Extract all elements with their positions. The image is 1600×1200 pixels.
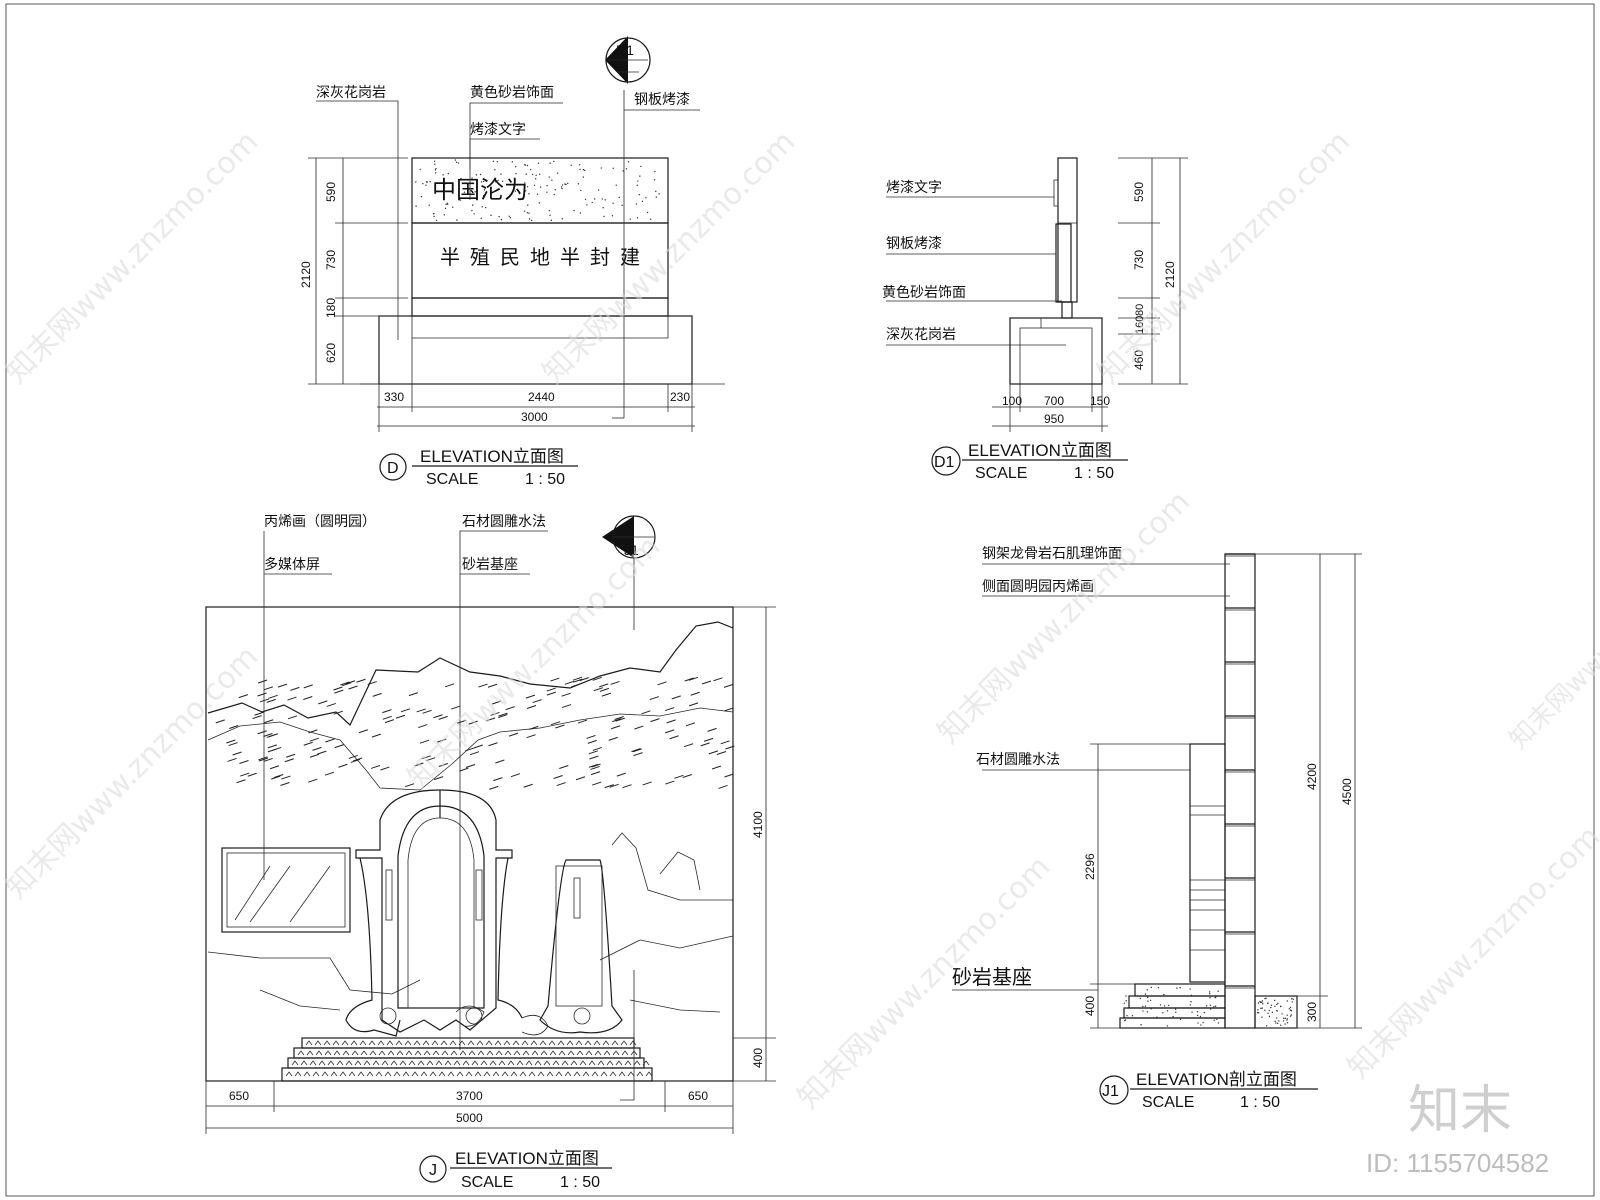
svg-text:620: 620 <box>324 343 338 363</box>
svg-text:丙烯画（圆明园）: 丙烯画（圆明园） <box>264 514 376 530</box>
svg-text:2296: 2296 <box>1083 853 1097 880</box>
svg-text:D1: D1 <box>616 42 634 58</box>
svg-text:1 : 50: 1 : 50 <box>1074 465 1114 482</box>
svg-text:J1: J1 <box>624 542 639 558</box>
svg-text:ELEVATION立面图: ELEVATION立面图 <box>455 1149 599 1168</box>
svg-text:3000: 3000 <box>521 410 548 424</box>
svg-text:1 : 50: 1 : 50 <box>1240 1094 1280 1111</box>
svg-text:J: J <box>429 1162 437 1179</box>
svg-text:ELEVATION立面图: ELEVATION立面图 <box>968 441 1112 460</box>
svg-text:950: 950 <box>1044 412 1064 426</box>
svg-text:知末网www.znzmo.com: 知末网www.znzmo.com <box>931 484 1197 750</box>
svg-text:180: 180 <box>324 298 338 318</box>
svg-text:80: 80 <box>1134 304 1146 316</box>
d-title-block: D ELEVATION立面图 SCALE 1 : 50 <box>379 447 578 488</box>
j-frame <box>205 606 734 1082</box>
svg-text:砂岩基座: 砂岩基座 <box>462 556 518 573</box>
drawing-j: 丙烯画（圆明园） 多媒体屏 石材圆雕水法 砂岩基座 J1 4100 400 <box>205 514 776 1191</box>
watermark: 知末网www.znzmo.com 知末网www.znzmo.com 知末网www… <box>0 124 1600 1178</box>
d-callout-steel: 钢板烤漆 <box>634 92 690 108</box>
watermark-logo: 知末 <box>1408 1081 1512 1141</box>
svg-text:侧面圆明园丙烯画: 侧面圆明园丙烯画 <box>982 579 1094 595</box>
svg-text:ELEVATION剖立面图: ELEVATION剖立面图 <box>1136 1070 1297 1089</box>
d-leader-granite <box>316 100 399 340</box>
svg-text:4500: 4500 <box>1340 778 1354 805</box>
svg-text:5000: 5000 <box>456 1111 483 1125</box>
j1-sandstone-base-label: 砂岩基座 <box>952 965 1032 989</box>
svg-text:2120: 2120 <box>1163 261 1177 288</box>
svg-text:钢板烤漆: 钢板烤漆 <box>886 236 942 252</box>
svg-text:460: 460 <box>1132 350 1146 370</box>
svg-text:3700: 3700 <box>456 1089 483 1103</box>
svg-text:J1: J1 <box>1102 1083 1119 1100</box>
svg-text:知末网www.znzmo.com: 知末网www.znzmo.com <box>1091 124 1357 390</box>
svg-text:黄色砂岩饰面: 黄色砂岩饰面 <box>882 284 966 301</box>
d-sandstone-texture <box>415 159 660 222</box>
j-title-block: J ELEVATION立面图 SCALE 1 : 50 <box>419 1149 612 1191</box>
svg-text:知末网www.znzmo.com: 知末网www.znzmo.com <box>0 124 265 390</box>
d-callout-sandstone: 黄色砂岩饰面 <box>470 84 554 101</box>
svg-text:160: 160 <box>1134 316 1146 334</box>
svg-text:230: 230 <box>670 390 690 404</box>
d-callout-granite: 深灰花岗岩 <box>316 85 386 101</box>
j-mountain-hatching <box>215 676 735 790</box>
d-section-marker: D1 <box>605 36 651 84</box>
d-callout-paint-text: 烤漆文字 <box>470 122 526 138</box>
svg-text:1 : 50: 1 : 50 <box>525 471 565 488</box>
svg-text:SCALE: SCALE <box>975 465 1027 482</box>
svg-text:650: 650 <box>688 1089 708 1103</box>
svg-text:知末网www.znzmo.com: 知末网www.znzmo.com <box>0 639 265 905</box>
svg-text:知末网www.znzmo.com: 知末网www.znzmo.com <box>1504 524 1600 755</box>
svg-text:4100: 4100 <box>751 811 765 838</box>
svg-text:多媒体屏: 多媒体屏 <box>264 556 320 573</box>
d-sign-line1: 中国沦为 <box>432 176 528 204</box>
sheet-border <box>5 3 1595 1197</box>
svg-text:SCALE: SCALE <box>426 471 478 488</box>
svg-text:2440: 2440 <box>528 390 555 404</box>
j1-title-block: J1 ELEVATION剖立面图 SCALE 1 : 50 <box>1099 1070 1318 1111</box>
svg-text:330: 330 <box>384 390 404 404</box>
j-stone-carving-fountain <box>345 789 623 1037</box>
d1-title-block: D1 ELEVATION立面图 SCALE 1 : 50 <box>931 441 1128 482</box>
svg-text:100: 100 <box>1002 394 1022 408</box>
svg-text:400: 400 <box>751 1048 765 1068</box>
svg-text:590: 590 <box>324 182 338 202</box>
svg-text:590: 590 <box>1132 182 1146 202</box>
svg-text:730: 730 <box>324 250 338 270</box>
svg-text:SCALE: SCALE <box>461 1174 513 1191</box>
svg-text:300: 300 <box>1305 1002 1319 1022</box>
svg-text:D: D <box>387 460 399 477</box>
j1-steel-frame <box>1224 553 1256 1029</box>
svg-text:ELEVATION立面图: ELEVATION立面图 <box>420 447 564 466</box>
j-multimedia-screen <box>221 847 351 933</box>
svg-text:150: 150 <box>1090 394 1110 408</box>
svg-text:700: 700 <box>1044 394 1064 408</box>
svg-text:730: 730 <box>1132 250 1146 270</box>
svg-text:知末网www.znzmo.com: 知末网www.znzmo.com <box>1341 819 1600 1085</box>
svg-text:知末网www.znzmo.com: 知末网www.znzmo.com <box>401 529 667 795</box>
svg-text:深灰花岗岩: 深灰花岗岩 <box>886 327 956 343</box>
svg-text:SCALE: SCALE <box>1142 1094 1194 1111</box>
j-section-marker: J1 <box>602 515 656 630</box>
d-sandstone-top <box>411 157 669 224</box>
d-base-plinth <box>378 315 693 385</box>
drawing-j1: 钢架龙骨岩石肌理饰面 侧面圆明园丙烯画 石材圆雕水法 砂岩基座 2296 400… <box>952 546 1362 1111</box>
svg-text:烤漆文字: 烤漆文字 <box>886 180 942 196</box>
svg-text:4200: 4200 <box>1305 763 1319 790</box>
drawing-d: 中国沦为 半殖民地半封建 深灰花岗岩 黄色砂岩饰面 烤漆文字 钢板烤漆 D1 <box>299 36 725 488</box>
svg-text:D1: D1 <box>934 454 955 471</box>
drawing-d1: 烤漆文字 钢板烤漆 黄色砂岩饰面 深灰花岗岩 590 730 80 160 46… <box>882 157 1188 482</box>
svg-text:2120: 2120 <box>299 261 313 288</box>
svg-text:650: 650 <box>229 1089 249 1103</box>
svg-text:钢架龙骨岩石肌理饰面: 钢架龙骨岩石肌理饰面 <box>982 546 1122 562</box>
j-sandstone-base <box>281 1037 653 1082</box>
svg-text:1 : 50: 1 : 50 <box>560 1174 600 1191</box>
watermark-id: ID: 1155704582 <box>1366 1148 1549 1178</box>
svg-text:石材圆雕水法: 石材圆雕水法 <box>462 514 546 530</box>
svg-text:400: 400 <box>1083 996 1097 1016</box>
d-sign-line2: 半殖民地半封建 <box>440 245 650 269</box>
svg-text:石材圆雕水法: 石材圆雕水法 <box>976 752 1060 768</box>
